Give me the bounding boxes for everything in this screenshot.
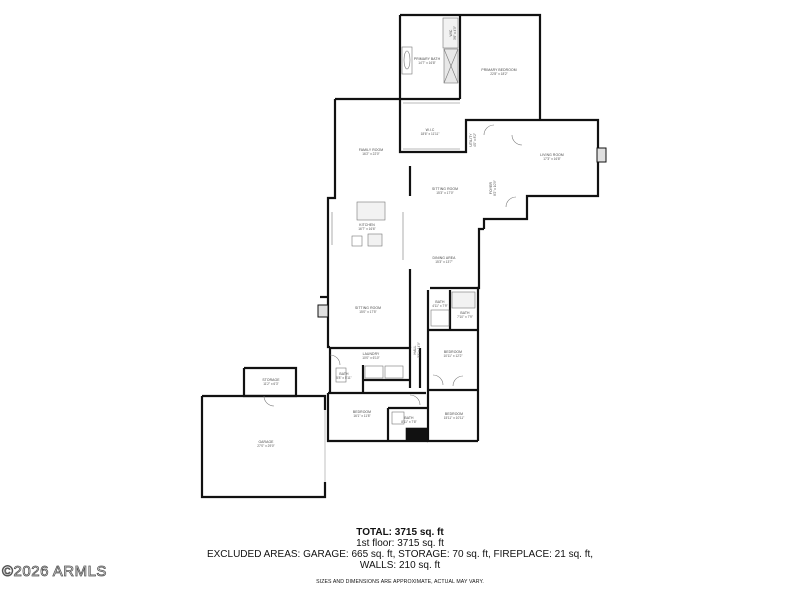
svg-text:LIVING ROOM: LIVING ROOM xyxy=(540,153,564,157)
excluded-areas: EXCLUDED AREAS: GARAGE: 665 sq. ft, STOR… xyxy=(206,549,594,560)
svg-text:15'11" x 10'11": 15'11" x 10'11" xyxy=(444,416,465,420)
svg-text:BATH: BATH xyxy=(435,300,445,304)
svg-text:W.I.C: W.I.C xyxy=(426,128,435,132)
svg-text:8'2" x 10'9": 8'2" x 10'9" xyxy=(493,180,497,196)
svg-text:3'6" x 4'5": 3'6" x 4'5" xyxy=(453,26,457,40)
svg-text:11'2" x 6'3": 11'2" x 6'3" xyxy=(263,382,278,386)
svg-text:FOYER: FOYER xyxy=(489,181,493,194)
svg-text:15'0" x 17'5": 15'0" x 17'5" xyxy=(359,310,376,314)
first-floor-area: 1st floor: 3715 sq. ft xyxy=(356,538,444,549)
svg-text:BEDROOM: BEDROOM xyxy=(445,412,463,416)
svg-text:27'0" x 29'0": 27'0" x 29'0" xyxy=(257,444,274,448)
svg-text:10'11" x 12'2": 10'11" x 12'2" xyxy=(443,354,462,358)
svg-text:8'11" x 7'8": 8'11" x 7'8" xyxy=(401,420,416,424)
svg-text:BATH: BATH xyxy=(339,372,349,376)
walls xyxy=(200,13,600,499)
svg-text:14'7" x 16'8": 14'7" x 16'8" xyxy=(418,61,435,65)
armls-watermark: ©2026 ARMLS xyxy=(2,563,107,581)
svg-text:3'4" x 14'9": 3'4" x 14'9" xyxy=(417,342,421,358)
svg-text:STORAGE: STORAGE xyxy=(262,378,280,382)
svg-text:5'8" x 5'11": 5'8" x 5'11" xyxy=(336,376,351,380)
svg-text:4'11" x 7'9": 4'11" x 7'9" xyxy=(432,304,447,308)
svg-text:PRIMARY BEDROOM: PRIMARY BEDROOM xyxy=(481,68,516,72)
svg-text:16'7" x 16'6": 16'7" x 16'6" xyxy=(358,227,375,231)
svg-text:LAUNDRY: LAUNDRY xyxy=(363,352,380,356)
svg-text:HALL: HALL xyxy=(413,346,417,355)
svg-text:15'3" x 13'7": 15'3" x 13'7" xyxy=(435,260,452,264)
total-area: TOTAL: 3715 sq. ft xyxy=(356,527,444,538)
svg-text:7'10" x 7'9": 7'10" x 7'9" xyxy=(457,315,473,319)
svg-text:SITTING ROOM: SITTING ROOM xyxy=(432,187,458,191)
svg-text:PRIMARY BATH: PRIMARY BATH xyxy=(414,57,441,61)
svg-text:KITCHEN: KITCHEN xyxy=(359,223,375,227)
svg-text:10'0" x 6'10": 10'0" x 6'10" xyxy=(362,356,379,360)
fixtures xyxy=(263,17,607,482)
svg-text:BATH: BATH xyxy=(404,416,414,420)
svg-text:DINING AREA: DINING AREA xyxy=(433,256,457,260)
svg-text:GARAGE: GARAGE xyxy=(258,440,274,444)
svg-text:16'1" x 11'8": 16'1" x 11'8" xyxy=(353,414,370,418)
room-wic: W.I.C18'6" x 11'11" xyxy=(421,128,440,136)
svg-text:BEDROOM: BEDROOM xyxy=(444,350,462,354)
svg-text:17'3" x 16'8": 17'3" x 16'8" xyxy=(543,157,560,161)
svg-text:15'3" x 17'0": 15'3" x 17'0" xyxy=(436,191,453,195)
svg-text:22'8" x 18'2": 22'8" x 18'2" xyxy=(490,72,507,76)
walls-area: WALLS: 210 sq. ft xyxy=(359,560,441,571)
svg-text:W/C: W/C xyxy=(449,29,453,36)
svg-text:UTILITY: UTILITY xyxy=(469,133,473,147)
disclaimer: SIZES AND DIMENSIONS ARE APPROXIMATE, AC… xyxy=(316,579,484,585)
svg-text:4'0" x 8'2": 4'0" x 8'2" xyxy=(473,133,477,147)
svg-text:BEDROOM: BEDROOM xyxy=(353,410,371,414)
svg-text:FAMILY ROOM: FAMILY ROOM xyxy=(359,148,383,152)
svg-text:18'6" x 11'11": 18'6" x 11'11" xyxy=(421,132,440,136)
svg-text:16'2" x 22'0": 16'2" x 22'0" xyxy=(362,152,379,156)
svg-text:SITTING ROOM: SITTING ROOM xyxy=(355,306,381,310)
svg-text:BATH: BATH xyxy=(460,311,470,315)
